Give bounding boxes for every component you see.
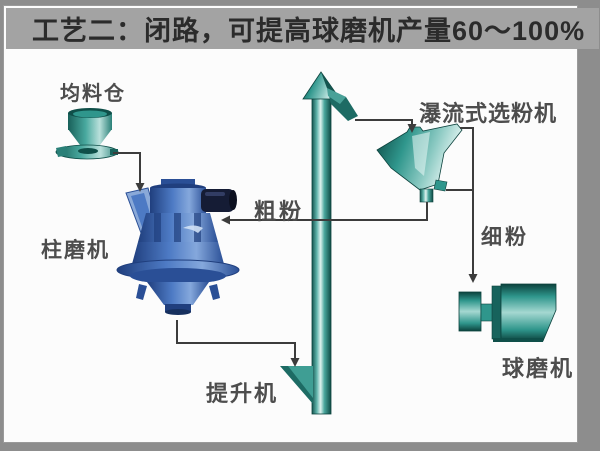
feed-bin-label: 均料仓 bbox=[60, 83, 126, 105]
arrow-down-into-separator bbox=[407, 124, 417, 133]
column-mill-label: 柱磨机 bbox=[41, 239, 110, 262]
feed-bin-icon bbox=[55, 108, 119, 160]
page-title: 工艺二：闭路，可提高球磨机产量60～100% bbox=[32, 16, 586, 46]
flow-line-coarse-return bbox=[229, 202, 428, 221]
flow-arrowheads bbox=[135, 124, 478, 367]
flow-line-feedbin-to-mill bbox=[113, 152, 141, 186]
title-bar: 工艺二：闭路，可提高球磨机产量60～100% bbox=[6, 8, 599, 49]
fine-powder-label: 细粉 bbox=[481, 226, 529, 249]
arrow-left-coarse-into-mill bbox=[221, 215, 230, 225]
column-mill-icon bbox=[116, 179, 240, 315]
elevator-icon bbox=[280, 71, 358, 415]
coarse-powder-label: 粗粉 bbox=[254, 199, 305, 224]
elevator-label: 提升机 bbox=[206, 381, 279, 406]
separator-icon bbox=[376, 123, 463, 203]
flow-line-fine-to-ballmill bbox=[460, 127, 474, 276]
separator-label: 瀑流式选粉机 bbox=[419, 101, 558, 126]
arrow-down-into-mill bbox=[135, 183, 145, 192]
arrow-down-into-ballmill bbox=[468, 274, 478, 283]
flow-line-mill-to-elevator bbox=[176, 320, 296, 360]
flow-line-elevator-to-separator bbox=[355, 119, 413, 126]
arrow-down-into-elevator bbox=[290, 358, 300, 367]
ball-mill-label: 球磨机 bbox=[502, 356, 575, 381]
ball-mill-icon bbox=[458, 283, 557, 342]
